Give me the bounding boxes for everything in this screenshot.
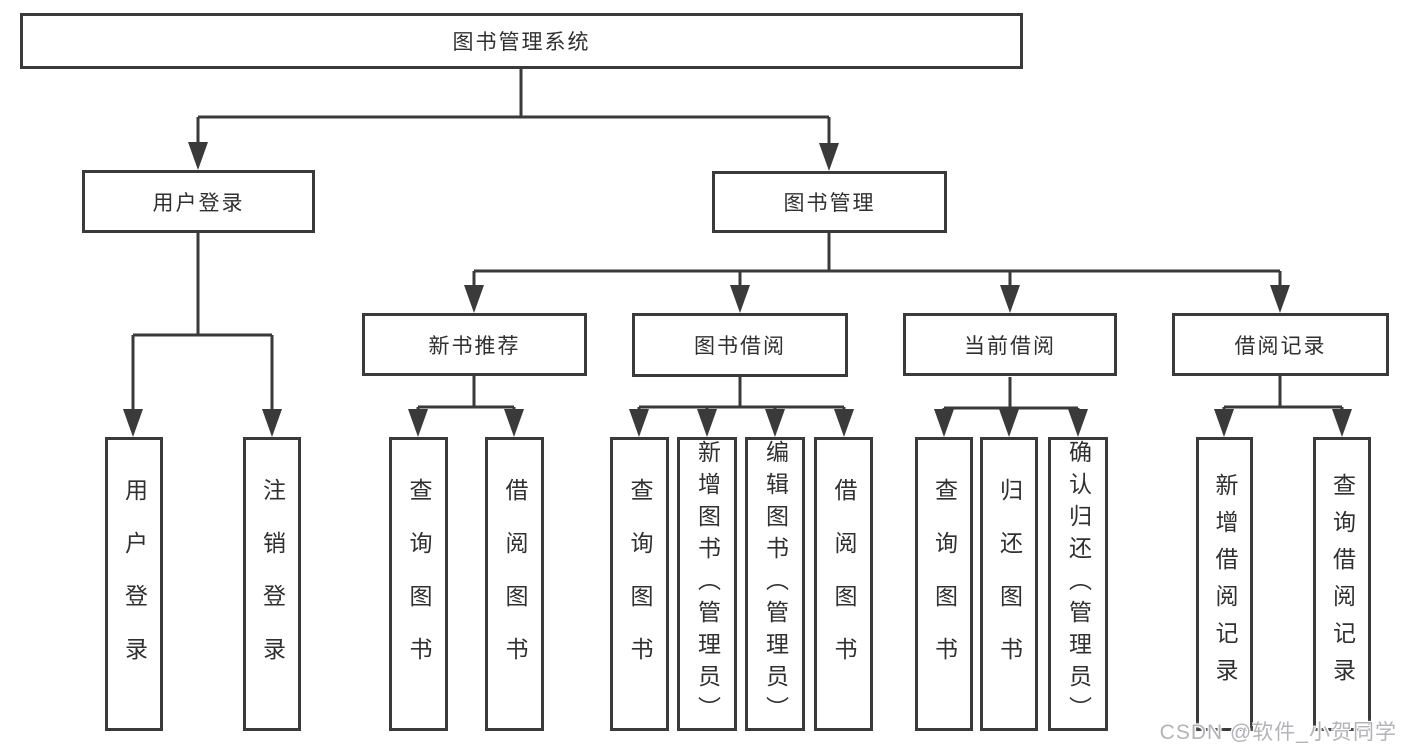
arrowheads	[123, 142, 1352, 437]
leaf-recommend-query-books: 查询图书	[389, 437, 448, 731]
node-borrowing-records: 借阅记录	[1172, 313, 1389, 376]
leaf-current-confirm-return-admin: 确认归还（管理员）	[1048, 437, 1108, 731]
node-current-borrowing: 当前借阅	[903, 313, 1117, 376]
node-library-system: 图书管理系统	[20, 13, 1023, 69]
node-book-borrowing: 图书借阅	[632, 313, 848, 377]
node-new-book-recommendation: 新书推荐	[362, 313, 587, 376]
leaf-borrowing-borrow-books: 借阅图书	[814, 437, 873, 731]
leaf-current-return-books: 归还图书	[980, 437, 1038, 731]
node-book-management: 图书管理	[712, 171, 947, 233]
leaf-borrowing-add-books-admin: 新增图书（管理员）	[677, 437, 737, 731]
leaf-logout: 注销登录	[243, 437, 301, 731]
leaf-records-add-record: 新增借阅记录	[1196, 437, 1253, 731]
watermark: CSDN @软件_小贺同学	[1159, 721, 1397, 744]
leaf-borrowing-query-books: 查询图书	[610, 437, 669, 731]
leaf-borrowing-edit-books-admin: 编辑图书（管理员）	[745, 437, 805, 731]
leaf-recommend-borrow-books: 借阅图书	[485, 437, 544, 731]
leaf-user-login: 用户登录	[105, 437, 163, 731]
leaf-current-query-books: 查询图书	[915, 437, 973, 731]
leaf-records-query-record: 查询借阅记录	[1313, 437, 1371, 731]
node-user-login: 用户登录	[82, 170, 315, 233]
